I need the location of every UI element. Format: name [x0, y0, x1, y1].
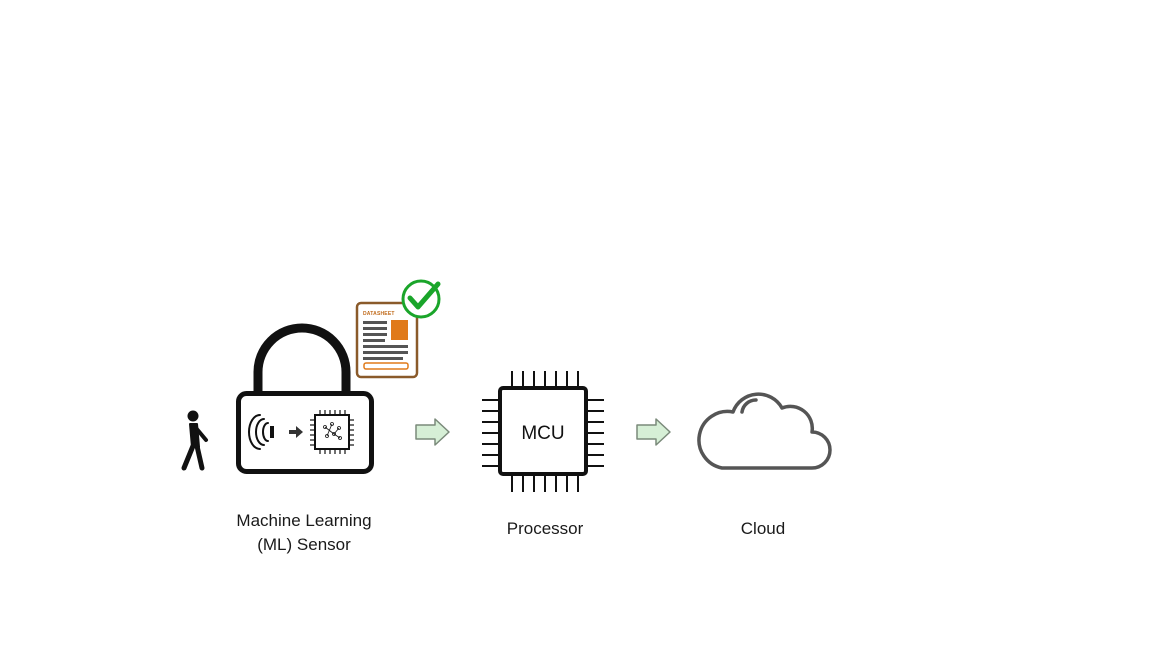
datasheet-icon: DATASHEET [355, 301, 419, 379]
processor-chip-icon: MCU [482, 371, 604, 492]
cloud-caption: Cloud [740, 519, 786, 538]
signal-waves-icon [248, 414, 274, 450]
processor-caption: Processor [506, 519, 584, 538]
arrow-icon [636, 418, 671, 446]
sensor-caption: Machine Learning (ML) Sensor [204, 509, 404, 557]
sensor-caption-line2: (ML) Sensor [257, 535, 351, 554]
arrow-icon [415, 418, 450, 446]
walking-person-icon [181, 410, 208, 471]
chip-icon [310, 410, 354, 454]
sensor-inner-arrow-icon [289, 426, 303, 438]
datasheet-title: DATASHEET [363, 311, 395, 317]
checkmark-icon [401, 279, 441, 319]
cloud-icon [697, 392, 832, 470]
lock-icon [236, 323, 374, 474]
mcu-label: MCU [521, 423, 564, 444]
sensor-caption-line1: Machine Learning [236, 511, 372, 530]
